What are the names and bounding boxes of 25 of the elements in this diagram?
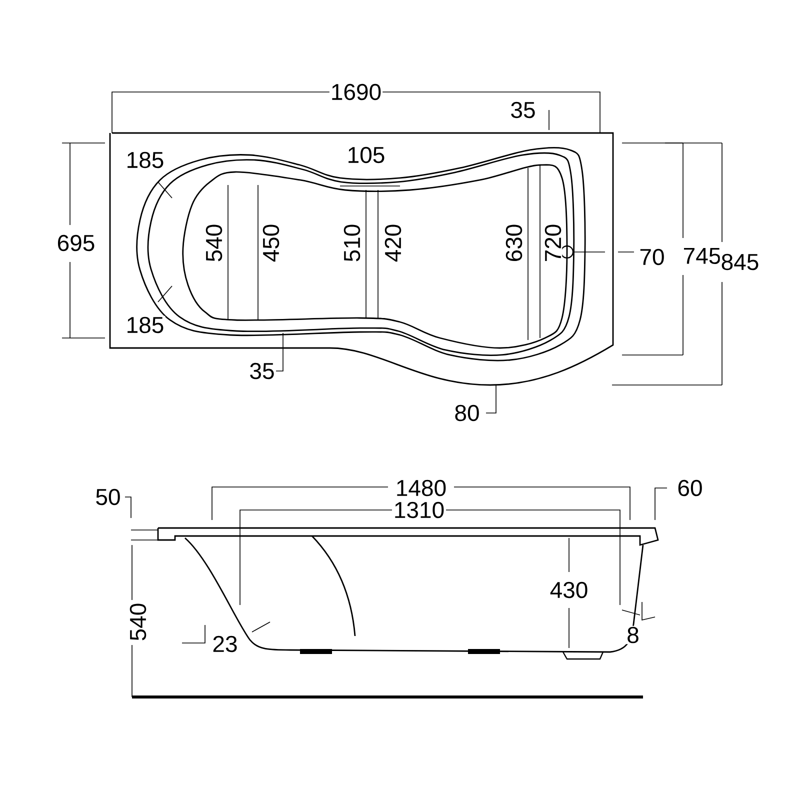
dimension-label: 1310 [392,500,446,520]
dimension-label: 745 [682,246,722,266]
dimension-label: 50 [94,488,122,506]
dimension-label: 450 [262,222,280,264]
dimension-label: 430 [548,580,590,600]
dimension-label: 1480 [394,478,448,498]
dimension-label: 70 [638,248,666,266]
dimension-label: 420 [384,222,402,264]
dimension-label: 540 [128,602,148,642]
dimension-label: 23 [211,634,239,654]
dimension-label: 630 [504,222,524,264]
dimension-label: 720 [544,222,562,264]
dimension-label: 105 [346,146,386,164]
dimension-label: 510 [342,222,362,264]
dimension-label: 695 [56,234,96,252]
dimension-label: 8 [626,626,640,644]
dimension-label: 185 [124,316,166,334]
dimension-label: 845 [720,252,760,272]
dimension-label: 60 [676,478,704,498]
dimension-label: 540 [204,222,224,264]
dimension-label: 80 [453,404,481,422]
dimension-label: 185 [124,150,166,170]
dimension-label: 35 [248,362,276,380]
dimension-label: 1690 [329,82,383,102]
dimension-label: 35 [509,100,537,120]
